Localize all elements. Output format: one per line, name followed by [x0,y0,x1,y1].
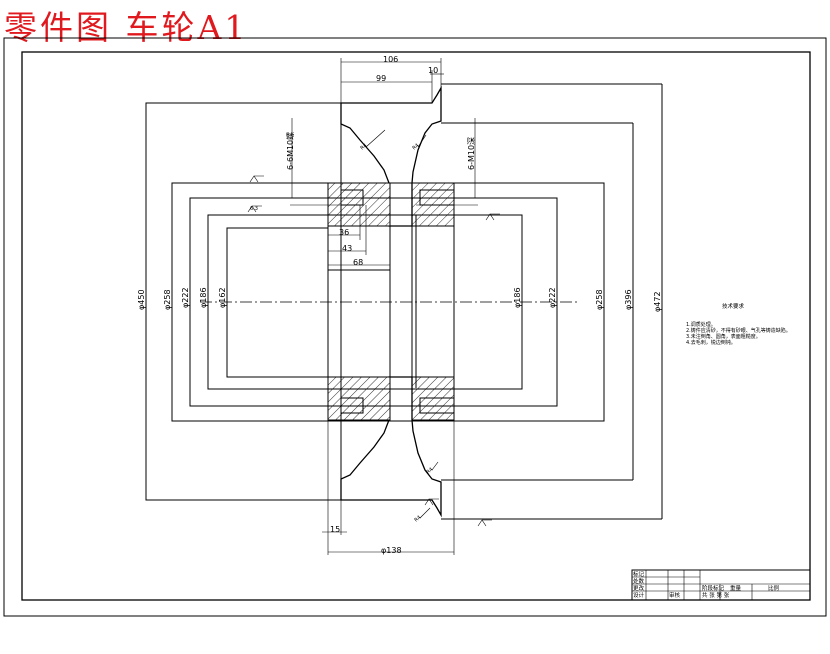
dim-d396: φ396 [624,289,633,310]
roughness-value: 6.3 [250,206,258,212]
thread-axes [290,118,478,206]
dim-43: 43 [342,244,352,253]
note-line-2: 2.铸件应清砂，不得有砂眼、气孔等铸造缺陷。 [686,327,791,334]
radius-leaders [365,129,439,519]
note-line-4: 4.去毛刺，锐边倒钝。 [686,339,736,346]
mating-parts [145,83,663,520]
radius-r4-b: R4 [411,143,420,152]
dim-d222-left: φ222 [181,287,190,308]
bore [327,215,455,388]
dim-d258-right: φ258 [595,289,604,310]
inner-border [21,51,811,601]
dim-10: 10 [428,66,438,75]
note-line-3: 3.未注倒角、圆角，表面粗糙度。 [686,333,761,340]
bottom-dimensions [322,420,455,555]
notes-title: 技术要求 [722,302,745,310]
tb-label-1: 处数 [633,577,645,585]
radius-r4-d: R4 [413,515,422,524]
title-block: 标记 处数 更改 设计 审核 阶段标记 重量 比例 共 张 第 张 [631,569,811,601]
page-title: 零件图 车轮A1 [4,8,249,47]
dim-68: 68 [353,258,363,267]
radius-r4-c: R4 [425,467,434,476]
dim-d258-left: φ258 [163,289,172,310]
tb-label-3: 设计 [633,591,645,599]
technical-notes: 技术要求 1.调质处理。 2.铸件应清砂，不得有砂眼、气孔等铸造缺陷。 3.未注… [686,302,791,346]
hub-dimensions [328,205,390,266]
dim-d472: φ472 [653,291,662,312]
dim-d186-left: φ186 [199,287,208,308]
dim-138: φ138 [381,546,402,555]
dim-106: 106 [383,55,398,64]
dim-99: 99 [376,74,386,83]
top-dimensions [340,58,444,103]
dim-36: 36 [339,228,349,237]
thread-callout-right: 6-M10深 [467,137,476,170]
dim-d450: φ450 [137,289,146,310]
tb-label-6: 重量 [730,584,742,592]
thread-callout-left: 6-6M10螺 [285,132,295,170]
tb-label-7: 比例 [768,584,780,592]
roughness-symbols [247,175,500,527]
outer-border [3,37,827,617]
tb-label-2: 更改 [633,584,645,592]
dim-d162-left: φ162 [218,287,227,308]
radius-r4-a: R4 [359,143,368,152]
dim-d186-right: φ186 [513,287,522,308]
tb-label-8: 共 张 第 张 [702,591,730,599]
tb-label-0: 标记 [633,570,645,578]
note-line-1: 1.调质处理。 [686,321,716,328]
dim-d222-right: φ222 [548,287,557,308]
tb-label-5: 阶段标记 [702,584,725,592]
dim-15: 15 [330,525,340,534]
tb-label-4: 审核 [669,591,681,599]
lower-section [327,376,455,518]
upper-section [327,85,455,227]
